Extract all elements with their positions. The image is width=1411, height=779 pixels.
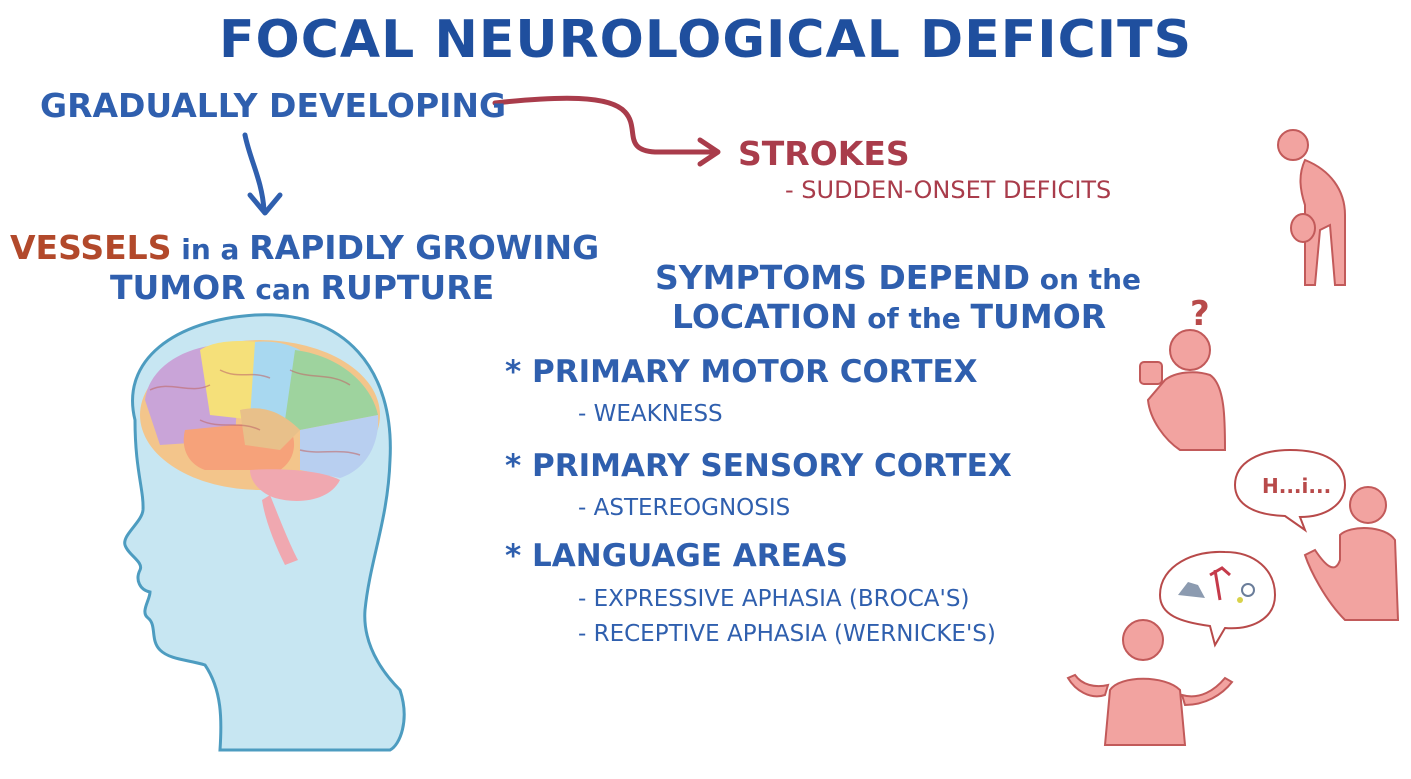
tumor-word: TUMOR xyxy=(110,268,246,307)
page-title: FOCAL NEUROLOGICAL DEFICITS xyxy=(218,10,1193,70)
section-language-item-1: - EXPRESSIVE APHASIA (BROCA'S) xyxy=(578,586,970,612)
section-heading-text: PRIMARY MOTOR CORTEX xyxy=(532,354,978,390)
speech-bubble-pictures-icon xyxy=(1158,550,1277,648)
speech-bubble-icon xyxy=(1233,448,1347,533)
vessels-word: VESSELS xyxy=(10,228,172,267)
vessels-line-2: TUMOR can RUPTURE xyxy=(110,268,494,307)
arrow-down-head-icon xyxy=(247,192,283,216)
section-motor-item: - WEAKNESS xyxy=(578,401,723,427)
brain-icon xyxy=(140,340,380,565)
bullet-icon: * xyxy=(505,538,522,574)
symptoms-heading-line-1: SYMPTOMS DEPEND on the xyxy=(655,258,1141,297)
vessels-rapidly: RAPIDLY GROWING xyxy=(249,228,600,267)
gradually-developing-label: GRADUALLY DEVELOPING xyxy=(40,86,507,125)
purse-icon xyxy=(1290,213,1316,243)
symptoms-depend: SYMPTOMS DEPEND xyxy=(655,258,1031,297)
location-word: LOCATION xyxy=(672,297,858,336)
vessels-connector: in a xyxy=(171,233,250,266)
arrow-right-icon xyxy=(492,95,718,155)
section-language-item-2: - RECEPTIVE APHASIA (WERNICKE'S) xyxy=(578,621,996,647)
section-language-heading: * LANGUAGE AREAS xyxy=(505,538,848,574)
rupture-word: RUPTURE xyxy=(320,268,495,307)
strokes-label: STROKES xyxy=(738,134,910,173)
section-motor-heading: * PRIMARY MOTOR CORTEX xyxy=(505,354,978,390)
bullet-icon: * xyxy=(505,448,522,484)
of-the: of the xyxy=(857,302,971,335)
can-word: can xyxy=(245,273,321,306)
arrow-down-icon xyxy=(242,132,267,213)
person-speaker-icon xyxy=(1303,486,1400,621)
vessels-line-1: VESSELS in a RAPIDLY GROWING xyxy=(10,228,599,267)
on-the: on the xyxy=(1030,263,1142,296)
sudden-onset-label: - SUDDEN-ONSET DEFICITS xyxy=(785,176,1112,204)
section-heading-text: LANGUAGE AREAS xyxy=(532,538,849,574)
mug-icon xyxy=(1139,361,1163,385)
section-heading-text: PRIMARY SENSORY CORTEX xyxy=(532,448,1012,484)
arrow-right-head-icon xyxy=(697,137,721,167)
section-sensory-heading: * PRIMARY SENSORY CORTEX xyxy=(505,448,1012,484)
symptoms-heading-line-2: LOCATION of the TUMOR xyxy=(672,297,1106,336)
question-mark: ? xyxy=(1190,294,1210,334)
section-sensory-item: - ASTEREOGNOSIS xyxy=(578,495,791,521)
person-shrugging-icon xyxy=(1066,619,1234,746)
tumor-heading-word: TUMOR xyxy=(970,297,1107,336)
speech-bubble-text: H...i... xyxy=(1262,474,1332,498)
person-icon xyxy=(1277,129,1346,286)
person-confused-icon xyxy=(1146,329,1227,451)
bullet-icon: * xyxy=(505,354,522,390)
